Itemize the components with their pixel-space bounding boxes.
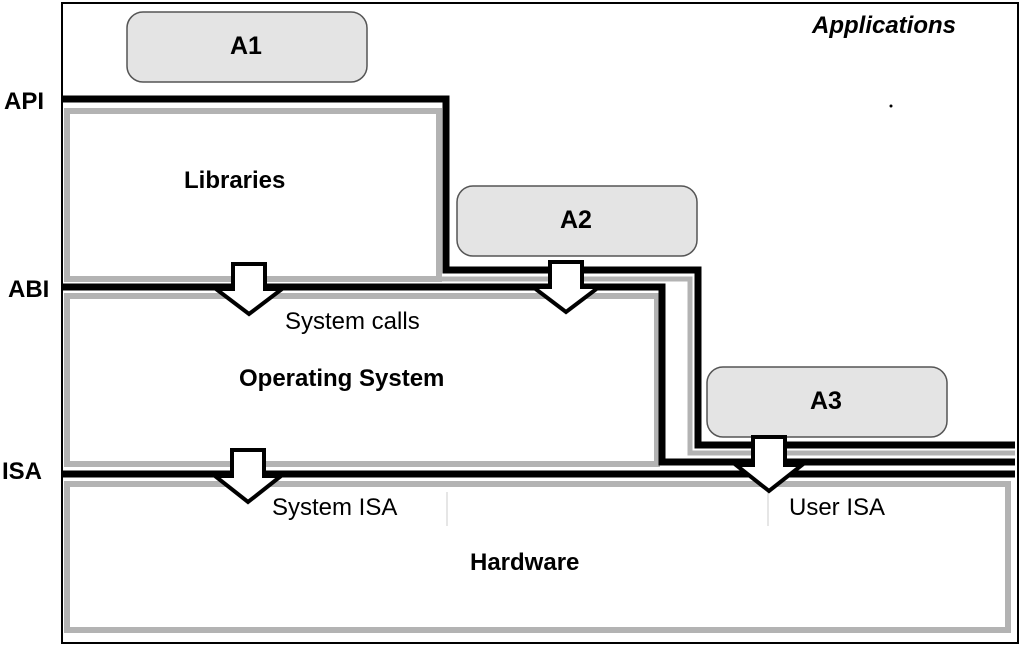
- app-a3-label: A3: [810, 387, 842, 415]
- arrow-a3-to-hardware: [730, 435, 808, 494]
- libraries-label: Libraries: [184, 167, 286, 194]
- system-calls-label: System calls: [285, 308, 420, 335]
- app-a2-label: A2: [560, 206, 592, 234]
- libraries-box: [64, 108, 442, 282]
- arrow-libraries-to-os: [210, 262, 288, 317]
- operating-system-box: [64, 293, 660, 467]
- app-a3-box: [706, 366, 948, 438]
- app-a1-label: A1: [230, 32, 262, 60]
- abi-label: ABI: [8, 276, 50, 303]
- user-isa-label: User ISA: [789, 494, 886, 521]
- applications-title: Applications: [812, 12, 957, 39]
- app-a1-box: [126, 11, 368, 83]
- isa-label: ISA: [2, 458, 43, 485]
- stray-dot: [889, 104, 893, 108]
- system-isa-label: System ISA: [272, 494, 398, 521]
- hardware-box: [64, 481, 1011, 633]
- arrow-os-to-hardware: [209, 448, 287, 505]
- operating-system-label: Operating System: [239, 365, 445, 392]
- hardware-label: Hardware: [470, 549, 580, 576]
- abi-boundary-line: [62, 283, 1015, 466]
- api-label: API: [4, 88, 45, 115]
- arrow-a2-to-os: [527, 260, 605, 315]
- app-a2-box: [456, 185, 698, 257]
